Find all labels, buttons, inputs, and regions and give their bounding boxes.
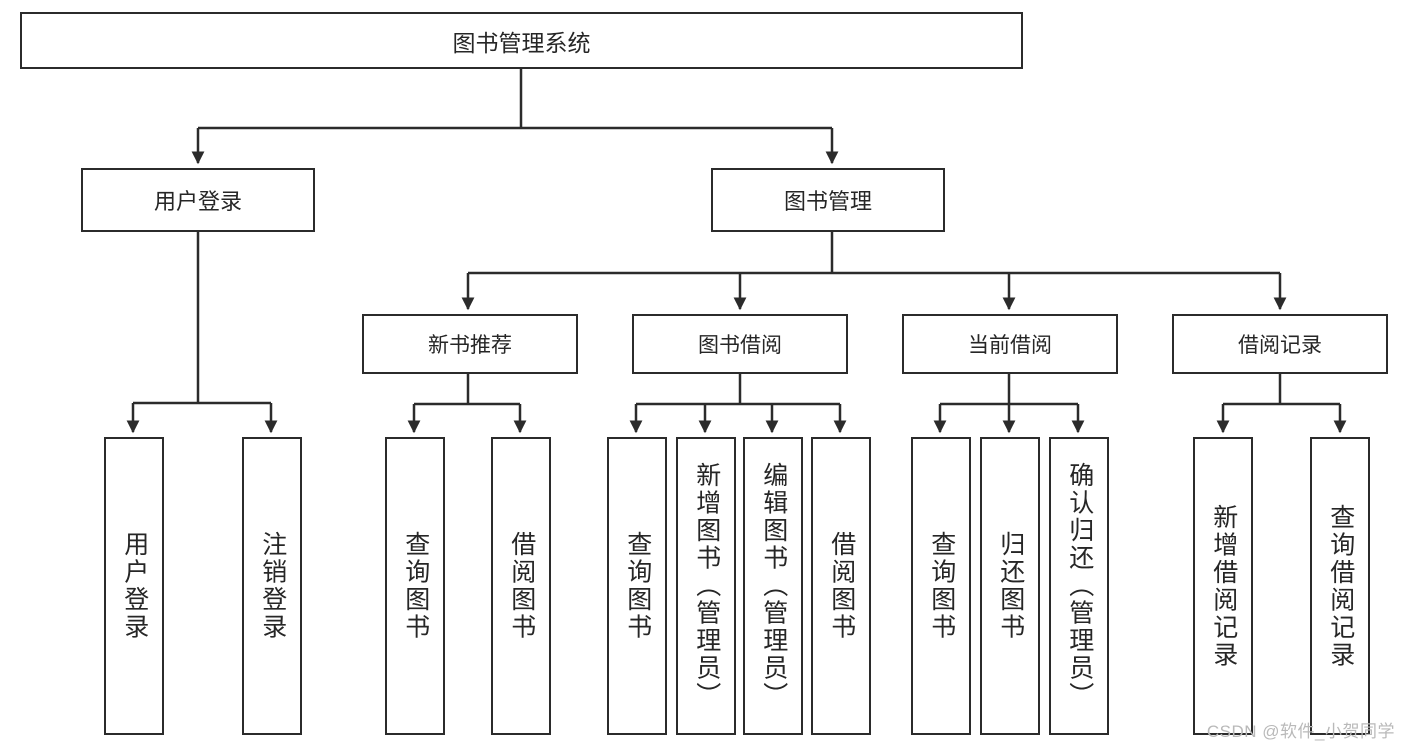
leaf-add-book-admin[interactable]: 新增图书（管理员） [676,437,736,735]
leaf-label: 新增借阅记录 [1209,503,1238,669]
leaf-label: 查询图书 [623,531,652,641]
leaf-label: 用户登录 [120,531,149,641]
node-label: 图书管理系统 [452,29,591,56]
node-label: 用户登录 [153,189,242,214]
node-label: 图书借阅 [698,334,782,357]
node-borrow-records[interactable]: 借阅记录 [1172,314,1388,374]
node-current-borrow[interactable]: 当前借阅 [902,314,1118,374]
leaf-label: 查询图书 [401,531,430,641]
node-user-login[interactable]: 用户登录 [81,168,315,232]
leaf-query-book-recommend[interactable]: 查询图书 [385,437,445,735]
leaf-label: 编辑图书（管理员） [759,462,788,710]
node-root-book-management-system[interactable]: 图书管理系统 [20,12,1023,69]
node-label: 当前借阅 [968,334,1052,357]
leaf-label: 借阅图书 [827,531,856,641]
node-book-borrow[interactable]: 图书借阅 [632,314,848,374]
leaf-logout[interactable]: 注销登录 [242,437,302,735]
node-new-book-recommend[interactable]: 新书推荐 [362,314,578,374]
leaf-query-book-current[interactable]: 查询图书 [911,437,971,735]
leaf-label: 查询借阅记录 [1326,503,1355,669]
node-label: 新书推荐 [428,334,512,357]
leaf-return-book[interactable]: 归还图书 [980,437,1040,735]
node-label: 图书管理 [783,189,872,214]
leaf-query-borrow-record[interactable]: 查询借阅记录 [1310,437,1370,735]
leaf-query-book-borrow[interactable]: 查询图书 [607,437,667,735]
leaf-confirm-return-admin[interactable]: 确认归还（管理员） [1049,437,1109,735]
node-label: 借阅记录 [1238,334,1322,357]
leaf-label: 归还图书 [996,531,1025,641]
leaf-label: 新增图书（管理员） [692,462,721,710]
leaf-label: 查询图书 [927,531,956,641]
leaf-label: 注销登录 [258,531,287,641]
leaf-edit-book-admin[interactable]: 编辑图书（管理员） [743,437,803,735]
node-book-management[interactable]: 图书管理 [711,168,945,232]
leaf-label: 借阅图书 [507,531,536,641]
leaf-label: 确认归还（管理员） [1065,462,1094,710]
leaf-borrow-book-recommend[interactable]: 借阅图书 [491,437,551,735]
leaf-borrow-book[interactable]: 借阅图书 [811,437,871,735]
leaf-add-borrow-record[interactable]: 新增借阅记录 [1193,437,1253,735]
leaf-user-login[interactable]: 用户登录 [104,437,164,735]
